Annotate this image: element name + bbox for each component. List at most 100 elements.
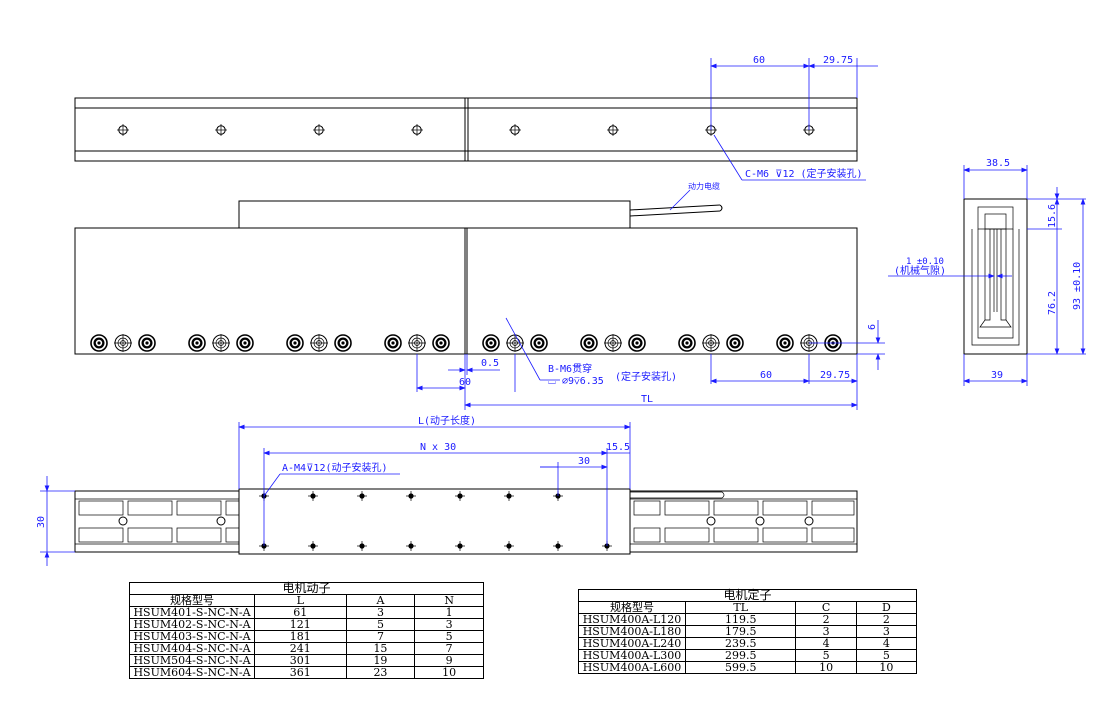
table-cell: 19 <box>345 654 416 667</box>
table-header: D <box>855 601 918 614</box>
dim-30-bottom: 30 <box>578 456 590 467</box>
table-cell: 3 <box>855 625 918 638</box>
table-cell: 181 <box>254 630 347 643</box>
dim-15-6: 15.6 <box>1047 204 1058 228</box>
table-cell: 23 <box>345 666 416 679</box>
dim-15-5: 15.5 <box>606 442 630 453</box>
dim-93: 93 ±0.10 <box>1072 262 1083 310</box>
stator-bolt-row <box>90 333 842 353</box>
table-cell: 1 <box>414 606 484 619</box>
mover-body <box>238 200 631 229</box>
side-dimensions: 38.5 15.6 76.2 93 ±0.10 39 1 ±0.10 (机械气隙… <box>888 158 1086 386</box>
table-cell: 4 <box>855 637 918 650</box>
dim-29-75-top: 29.75 <box>823 55 853 66</box>
stator-hole-icon <box>116 123 130 137</box>
table-cell: 5 <box>345 618 416 631</box>
table-cell: 301 <box>254 654 347 667</box>
table-cell: 10 <box>795 661 857 674</box>
table-cell: 2 <box>795 613 857 626</box>
table-cell: 3 <box>795 625 857 638</box>
bottom-dimensions: L(动子长度) N x 30 15.5 30 A-M4⊽12(动子安装孔) 30 <box>36 414 631 566</box>
table-cell: HSUM400A-L300 <box>578 649 686 662</box>
table-cell: 10 <box>414 666 484 679</box>
table-cell: HSUM400A-L600 <box>578 661 686 674</box>
stator-top-view <box>74 97 858 162</box>
dim-l: L(动子长度) <box>418 414 476 427</box>
dim-60-top: 60 <box>753 55 765 66</box>
dim-tl: TL <box>641 394 653 405</box>
table-cell: 5 <box>414 630 484 643</box>
table-cell: 10 <box>855 661 918 674</box>
table-title: 电机定子 <box>578 589 917 602</box>
top-dimensions: 60 29.75 C-M6 ⊽12 (定子安装孔) <box>710 55 878 181</box>
stator-hole-icon <box>214 123 228 137</box>
side-view <box>963 198 1028 355</box>
table-cell: 5 <box>855 649 918 662</box>
b-hole-label: B-M6贯穿 <box>548 362 592 375</box>
table-cell: HSUM402-S-NC-N-A <box>129 618 255 631</box>
table-cell: 4 <box>795 637 857 650</box>
table-header: 规格型号 <box>578 601 686 614</box>
table-cell: 179.5 <box>684 625 797 638</box>
table-cell: 119.5 <box>684 613 797 626</box>
stator-hole-icon <box>410 123 424 137</box>
dim-29-75-mid: 29.75 <box>820 370 850 381</box>
b-hole-cb-label: ⌴ ⌀9⊽6.35 <box>548 376 604 387</box>
stator-hole-icon <box>312 123 326 137</box>
table-cell: HSUM400A-L240 <box>578 637 686 650</box>
table-header: N <box>414 594 484 607</box>
dim-n30: N x 30 <box>420 442 456 453</box>
table-cell: HSUM404-S-NC-N-A <box>129 642 255 655</box>
table-cell: 121 <box>254 618 347 631</box>
table-header: A <box>345 594 416 607</box>
table-cell: HSUM403-S-NC-N-A <box>129 630 255 643</box>
front-dimensions: 6 0.5 60 B-M6贯穿 ⌴ ⌀9⊽6.35 (定子安装孔) 60 29.… <box>416 317 885 410</box>
c-hole-label: C-M6 ⊽12 (定子安装孔) <box>745 167 863 180</box>
table-cell: 7 <box>345 630 416 643</box>
table-cell: 2 <box>855 613 918 626</box>
table-title: 电机动子 <box>129 582 484 595</box>
dim-30-side: 30 <box>36 516 47 528</box>
dim-39: 39 <box>991 370 1003 381</box>
table-cell: 361 <box>254 666 347 679</box>
table-cell: HSUM401-S-NC-N-A <box>129 606 255 619</box>
stator-hole-icon <box>508 123 522 137</box>
dim-38-5: 38.5 <box>986 158 1010 169</box>
power-cable-label: 动力电缆 <box>688 181 720 191</box>
table-cell: HSUM604-S-NC-N-A <box>129 666 255 679</box>
dim-60-mid: 60 <box>459 377 471 388</box>
dim-76-2: 76.2 <box>1047 291 1058 315</box>
table-header: C <box>795 601 857 614</box>
stator-body <box>74 227 858 355</box>
table-cell: 599.5 <box>684 661 797 674</box>
front-view: 动力电缆 <box>74 181 858 355</box>
dim-6: 6 <box>867 324 878 330</box>
table-header: TL <box>684 601 797 614</box>
table-header: 规格型号 <box>129 594 255 607</box>
table-cell: 3 <box>414 618 484 631</box>
table-cell: 61 <box>254 606 347 619</box>
table-cell: HSUM400A-L180 <box>578 625 686 638</box>
gap-value: 1 ±0.10 <box>906 257 944 267</box>
table-cell: 7 <box>414 642 484 655</box>
table-cell: 239.5 <box>684 637 797 650</box>
table-cell: HSUM400A-L120 <box>578 613 686 626</box>
table-cell: 241 <box>254 642 347 655</box>
table-cell: 299.5 <box>684 649 797 662</box>
table-cell: 9 <box>414 654 484 667</box>
stator-hole-icon <box>606 123 620 137</box>
table-header: L <box>254 594 347 607</box>
